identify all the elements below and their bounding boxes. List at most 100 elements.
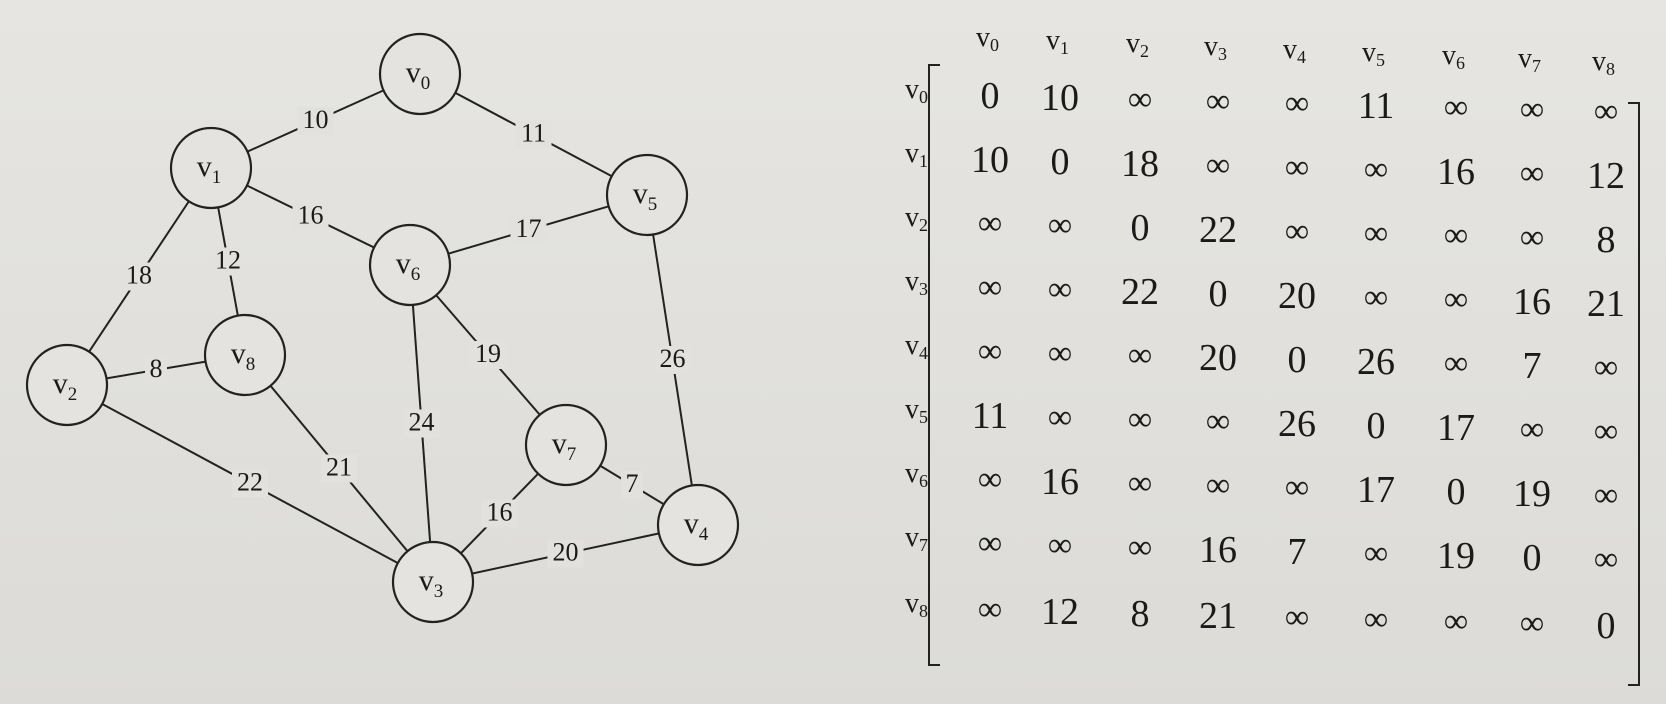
matrix-col-header: v1 <box>1046 25 1069 58</box>
matrix-cell: ∞ <box>1443 281 1469 318</box>
matrix-cell: 12 <box>1587 155 1625 197</box>
matrix-cell: ∞ <box>1519 411 1545 448</box>
matrix-col-header: v6 <box>1442 40 1465 73</box>
matrix-col-header: v4 <box>1283 34 1306 67</box>
matrix-cell: ∞ <box>1284 149 1310 186</box>
edge-weight-bg <box>654 346 691 374</box>
edge-weight-bg <box>510 216 547 244</box>
node-v2: v2 <box>25 343 109 427</box>
matrix-cell: 21 <box>1199 595 1237 637</box>
node-v5: v5 <box>605 153 689 237</box>
node-circle <box>25 343 109 427</box>
node-label: v7 <box>552 427 577 465</box>
matrix-row-header: v8 <box>905 588 928 621</box>
edge-weight-v2-v3: 22 <box>237 467 263 496</box>
edge-weight-v1-v8: 12 <box>215 245 241 274</box>
matrix-cell: ∞ <box>1519 155 1545 192</box>
matrix-cell: 11 <box>971 395 1009 437</box>
matrix-row-header: v7 <box>905 522 928 555</box>
matrix-cell: 18 <box>1121 143 1159 185</box>
edge-weight-v1-v2: 18 <box>126 260 152 289</box>
edge-weight-v5-v6: 17 <box>516 214 542 243</box>
matrix-cell: ∞ <box>1127 81 1153 118</box>
matrix-cell: 12 <box>1041 591 1079 633</box>
matrix-cell: ∞ <box>977 205 1003 242</box>
matrix-row-header: v4 <box>905 330 928 363</box>
matrix-row-header: v2 <box>905 202 928 235</box>
matrix-cell: ∞ <box>977 461 1003 498</box>
matrix-cell: 10 <box>971 139 1009 181</box>
matrix-cell: ∞ <box>1205 83 1231 120</box>
matrix-cell: 0 <box>1287 339 1307 381</box>
matrix-cell: ∞ <box>1593 477 1619 514</box>
edge-weight-bg <box>321 454 357 483</box>
matrix-cell: 16 <box>1513 281 1551 323</box>
matrix-col-header: v8 <box>1592 46 1615 79</box>
matrix-cell: ∞ <box>1127 465 1153 502</box>
node-circle <box>378 32 462 116</box>
node-label: v3 <box>419 564 444 602</box>
matrix-cell: ∞ <box>1047 335 1073 372</box>
matrix-row-header: v0 <box>905 74 928 107</box>
matrix-col-header: v5 <box>1362 37 1385 70</box>
matrix-right-bracket <box>1628 102 1640 686</box>
matrix-cell: ∞ <box>1363 601 1389 638</box>
edge-weight-v0-v1: 10 <box>303 105 329 134</box>
matrix-cell: ∞ <box>1519 605 1545 642</box>
node-circle <box>203 313 287 397</box>
matrix-cell: ∞ <box>977 525 1003 562</box>
edge-weight-v6-v3: 24 <box>409 407 435 436</box>
matrix-cell: ∞ <box>1127 401 1153 438</box>
node-v6: v6 <box>368 223 452 307</box>
matrix-cell: ∞ <box>977 333 1003 370</box>
node-v3: v3 <box>391 540 475 624</box>
matrix-cell: 20 <box>1278 275 1316 317</box>
matrix-cell: 16 <box>1199 529 1237 571</box>
matrix-cell: ∞ <box>1284 469 1310 506</box>
matrix-cell: 19 <box>1513 473 1551 515</box>
matrix-cell: ∞ <box>1284 599 1310 636</box>
edge-weight-bg <box>403 409 440 438</box>
matrix-cell: 22 <box>1121 271 1159 313</box>
matrix-cell: 16 <box>1437 151 1475 193</box>
matrix-cell: 26 <box>1278 403 1316 445</box>
matrix-cell: 8 <box>1596 219 1616 261</box>
matrix-cell: 0 <box>980 75 1000 117</box>
matrix-cell: 21 <box>1587 283 1625 325</box>
matrix-row-header: v5 <box>905 394 928 427</box>
node-circle <box>656 483 740 567</box>
edge-weight-v7-v3: 16 <box>487 497 513 526</box>
edge-weight-v0-v5: 11 <box>521 118 546 147</box>
matrix-cell: 0 <box>1446 471 1466 513</box>
matrix-col-header: v2 <box>1126 28 1149 61</box>
matrix-cell: 17 <box>1357 469 1395 511</box>
edge-weight-v5-v4: 26 <box>660 344 686 373</box>
matrix-cell: 0 <box>1366 405 1386 447</box>
matrix-cell: ∞ <box>1127 337 1153 374</box>
edge-weight-v6-v7: 19 <box>475 339 501 368</box>
matrix-cell: 8 <box>1130 593 1150 635</box>
matrix-row-header: v6 <box>905 458 928 491</box>
matrix-cell: 0 <box>1130 207 1150 249</box>
edge-weight-bg <box>621 471 643 499</box>
matrix-cell: ∞ <box>1205 147 1231 184</box>
matrix-cell: 0 <box>1208 273 1228 315</box>
matrix-cell: 19 <box>1437 535 1475 577</box>
node-label: v0 <box>406 56 431 94</box>
node-label: v6 <box>396 247 421 285</box>
matrix-cell: ∞ <box>1363 535 1389 572</box>
matrix-cell: ∞ <box>1047 207 1073 244</box>
matrix-cell: ∞ <box>1047 271 1073 308</box>
matrix-cell: ∞ <box>1284 213 1310 250</box>
edge-weight-v7-v4: 7 <box>626 469 639 498</box>
matrix-cell: ∞ <box>1047 399 1073 436</box>
edge-weight-v2-v8: 8 <box>150 354 163 383</box>
matrix-cell: ∞ <box>1519 219 1545 256</box>
node-v4: v4 <box>656 483 740 567</box>
node-v0: v0 <box>378 32 462 116</box>
node-v7: v7 <box>524 403 608 487</box>
edge-weight-v1-v6: 16 <box>298 200 324 229</box>
